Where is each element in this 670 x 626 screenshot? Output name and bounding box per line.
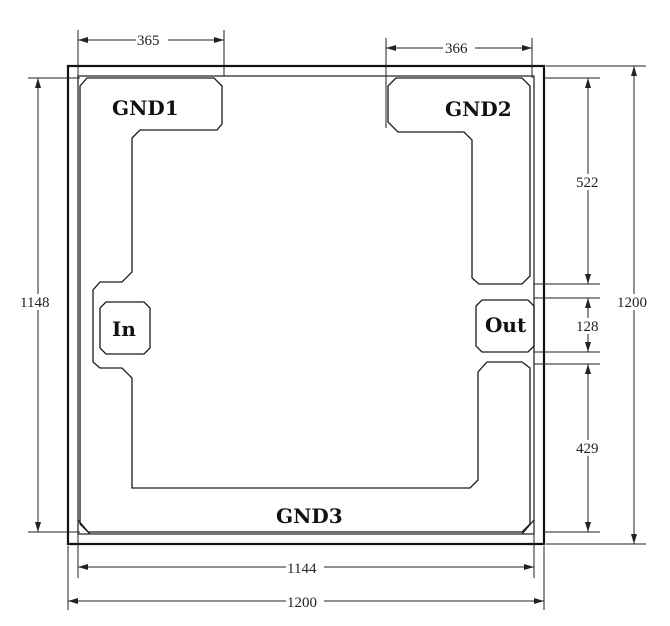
board-outer-outline xyxy=(66,64,546,546)
dimension-366-text: 366 xyxy=(445,41,468,57)
dimension-bottom-total: 1200 xyxy=(67,546,545,611)
dimension-1148-text: 1148 xyxy=(20,295,49,311)
dimension-top-right: 366 xyxy=(385,38,533,128)
in-pad-outline xyxy=(99,301,151,355)
dimension-right-total: 1200 xyxy=(546,65,654,545)
dimension-128-text: 128 xyxy=(576,319,599,335)
in-label: In xyxy=(112,317,136,341)
out-label: Out xyxy=(485,313,527,337)
dimension-bottom-inner: 1144 xyxy=(77,534,535,578)
dimension-429-text: 429 xyxy=(576,441,599,457)
dimension-365-text: 365 xyxy=(137,33,160,49)
gnd1-label: GND1 xyxy=(112,96,179,120)
board-inner-outline xyxy=(77,75,535,535)
gnd2-label: GND2 xyxy=(445,97,512,121)
gnd2-pad-outline xyxy=(387,77,531,285)
dimension-right-segments: 522 128 429 xyxy=(534,77,604,533)
gnd1-gnd3-pad-outline xyxy=(79,77,531,533)
gnd3-label: GND3 xyxy=(276,504,343,528)
dimension-1200-bottom-text: 1200 xyxy=(287,595,317,611)
corner-chamfer-br xyxy=(521,519,535,535)
dimension-top-left: 365 xyxy=(77,30,225,76)
out-pad-outline xyxy=(475,299,535,353)
dimension-1200-right-text: 1200 xyxy=(617,295,647,311)
dimension-left: 1148 xyxy=(20,77,80,533)
corner-chamfer-bl xyxy=(77,519,91,535)
dimension-1144-text: 1144 xyxy=(287,561,317,577)
dimension-522-text: 522 xyxy=(576,175,599,191)
